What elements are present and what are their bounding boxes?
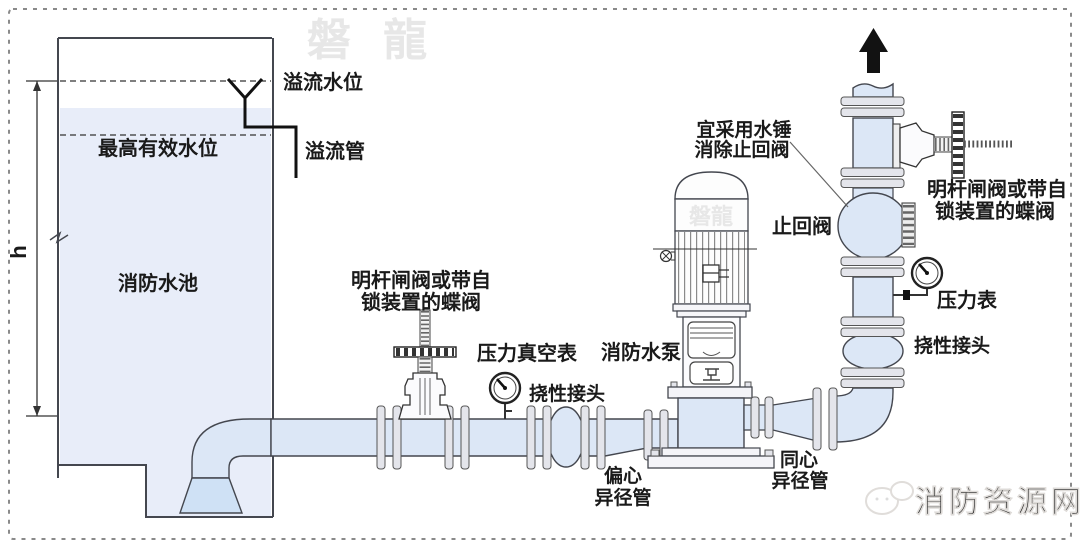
concentric-reducer-label-2: 异径管 [771,469,828,492]
valve-body [899,122,935,168]
pump-casing [677,397,745,449]
discharge-riser [837,28,916,388]
overflow-funnel-and-pipe [226,77,298,178]
fire-water-tank [49,37,298,518]
riser-flexible-joint [842,332,904,370]
discharge-gate-valve [892,111,1013,179]
water-hammer-note-2: 消除止回阀 [694,138,789,161]
height-dimension [26,80,57,417]
discharge-gate-valve-label-2: 锁装置的蝶阀 [935,199,1055,223]
wall-break-symbol [49,231,69,244]
pump-label: 消防水泵 [601,340,681,364]
eccentric-reducer-label-2: 异径管 [594,486,651,509]
suction-flexible-joint [547,406,585,468]
watermark-site-name: 消防资源网 [915,486,1080,519]
watermark-motor: 磐龍 [689,204,733,229]
height-dim-label: h [6,245,31,258]
motor-dome [674,171,749,200]
pressure-gauge [893,256,944,300]
pressure-vacuum-gauge [488,371,522,419]
riser-top-pipe-break [852,82,894,98]
water-hammer-note-1: 宜采用水锤 [696,118,791,141]
tank-label: 消防水池 [118,271,198,295]
watermark-bottom-right: 消防资源网 [865,481,1080,519]
overflow-level-label: 溢流水位 [283,70,363,94]
wechat-bubble-icon [865,487,899,515]
concentric-reducer-label-1: 同心 [780,449,818,471]
max-effective-level-label: 最高有效水位 [98,136,218,160]
fire-pump: 磐龍 [647,171,775,469]
dashed-border [8,8,1072,540]
discharge-gate-valve-label-1: 明杆闸阀或带自 [927,177,1067,201]
tank-outline [57,37,274,518]
check-valve-label: 止回阀 [772,215,832,238]
discharge-flanges [750,387,838,451]
suction-bell-mouth [179,477,244,514]
water-hammer-leader-line [789,141,849,208]
flow-up-arrow [859,28,888,73]
suction-flex-joint-label: 挠性接头 [529,382,605,405]
overflow-pipe-label: 溢流管 [305,139,365,163]
vacuum-gauge-label: 压力真空表 [477,341,578,365]
concentric-reducer [772,397,818,442]
tank-water-fill [60,108,271,516]
riser-flanges [840,96,905,388]
discharge-elbow [834,387,894,443]
suction-gate-valve [393,309,457,420]
valve-handwheel [951,111,965,179]
suction-gate-valve-label-2: 锁装置的蝶阀 [361,290,481,314]
discharge-flex-joint-label: 挠性接头 [914,334,990,357]
suction-gate-valve-label-1: 明杆闸阀或带自 [351,268,491,292]
eccentric-reducer-label-1: 偏心 [604,464,642,487]
suction-pipe [270,418,679,457]
watermark-top: 磐 龍 [307,16,437,65]
check-valve-body [837,192,909,260]
pressure-gauge-label: 压力表 [937,288,998,312]
